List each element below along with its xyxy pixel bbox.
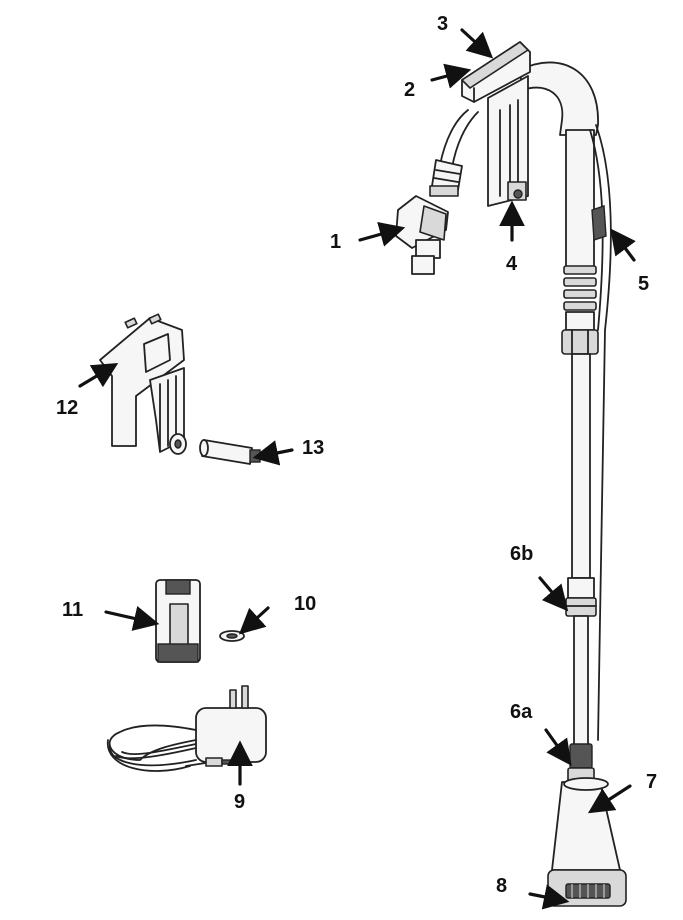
arrow-13 — [252, 440, 294, 466]
callout-arrows — [78, 28, 636, 910]
charger — [107, 685, 267, 772]
seal-ring — [219, 630, 245, 642]
wall-bracket — [99, 313, 187, 455]
callout-9: 9 — [234, 791, 246, 813]
callout-11: 11 — [62, 599, 84, 621]
callout-1: 1 — [330, 231, 342, 253]
hose-connector — [395, 159, 463, 275]
battery-pack — [155, 579, 201, 663]
arrow-6b — [538, 576, 569, 612]
callout-7: 7 — [646, 771, 658, 793]
callout-5: 5 — [638, 273, 650, 295]
callout-2: 2 — [404, 79, 416, 101]
lance-assembly — [439, 41, 627, 907]
callout-13: 13 — [302, 437, 325, 459]
arrow-5 — [610, 228, 636, 262]
arrow-3 — [460, 28, 494, 59]
arrow-7 — [587, 784, 632, 814]
callout-4: 4 — [506, 253, 518, 275]
arrow-1 — [358, 221, 406, 247]
callout-3: 3 — [437, 13, 449, 35]
arrow-12 — [78, 363, 119, 388]
callout-6b: 6b — [510, 543, 534, 565]
pump-body — [551, 777, 621, 871]
handle-body — [487, 75, 529, 207]
callout-8: 8 — [496, 875, 508, 897]
arrow-8 — [528, 884, 570, 910]
arrow-11 — [104, 605, 160, 631]
spray-head — [461, 41, 531, 103]
arrow-2 — [430, 63, 472, 89]
mounting-pin — [199, 439, 261, 465]
arrow-6a — [544, 728, 572, 766]
callout-6a: 6a — [510, 701, 533, 723]
callout-12: 12 — [56, 397, 79, 419]
grip-rings — [563, 265, 597, 331]
callout-10: 10 — [294, 593, 317, 615]
arrow-10 — [238, 606, 270, 635]
